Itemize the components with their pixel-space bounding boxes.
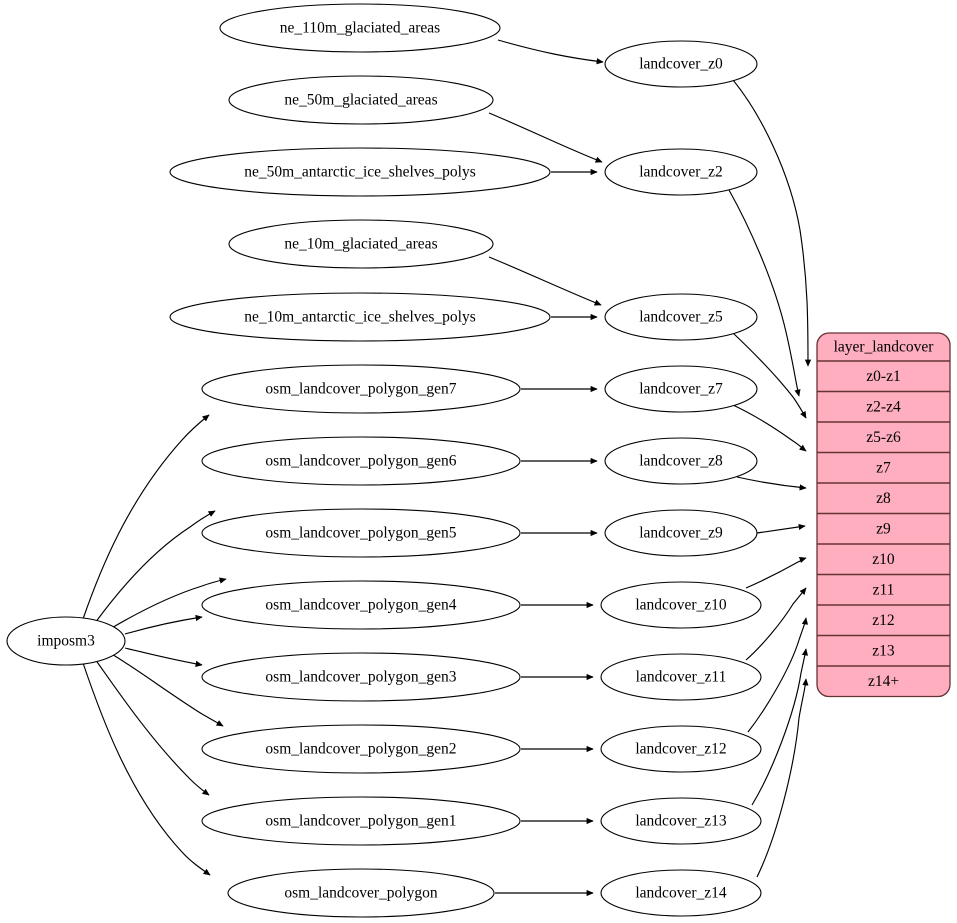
view-node-landcover_z12[interactable]: landcover_z12 — [600, 725, 762, 773]
table-node-osm_landcover_polygon_gen3[interactable]: osm_landcover_polygon_gen3 — [201, 652, 521, 702]
view-node-shape — [600, 725, 762, 773]
layer-table-title: layer_landcover — [834, 339, 935, 356]
view-node-shape — [604, 437, 758, 485]
view-node-shape — [600, 869, 762, 917]
table-node-shape — [201, 652, 521, 702]
view-node-landcover_z8[interactable]: landcover_z8 — [604, 437, 758, 485]
layer-table-row-z7[interactable]: z7 — [876, 459, 891, 476]
edge-imposm3-to-osm_landcover_polygon_gen6 — [94, 510, 216, 624]
layer-table-row-z8[interactable]: z8 — [876, 490, 891, 507]
layer-table-row-z14+[interactable]: z14+ — [868, 673, 899, 690]
edge-landcover_z14-to-layer_landcover_row_10 — [756, 678, 809, 878]
edge-landcover_z2-to-layer_landcover_row_1 — [728, 189, 801, 397]
source-node-imposm3[interactable]: imposm3 — [6, 616, 126, 666]
table-node-shape — [227, 868, 495, 918]
table-node-osm_landcover_polygon_gen5[interactable]: osm_landcover_polygon_gen5 — [201, 508, 521, 558]
layer-table-row-z5-z6[interactable]: z5-z6 — [866, 429, 901, 446]
view-node-landcover_z11[interactable]: landcover_z11 — [600, 653, 762, 701]
table-node-shape — [201, 724, 521, 774]
view-node-shape — [604, 509, 758, 557]
view-node-shape — [604, 40, 758, 88]
layer-table-row-z2-z4[interactable]: z2-z4 — [866, 398, 901, 415]
table-node-shape — [219, 3, 501, 53]
table-node-shape — [169, 147, 551, 197]
table-node-osm_landcover_polygon_gen4[interactable]: osm_landcover_polygon_gen4 — [201, 580, 521, 630]
edge-ne_110m_glaciated_areas-to-landcover_z0 — [497, 39, 604, 65]
edge-landcover_z13-to-layer_landcover_row_9 — [751, 648, 809, 806]
edge-ne_10m_glaciated_areas-to-landcover_z5 — [488, 256, 602, 306]
layer-landcover-table: layer_landcover z0-z1 z2-z4 z5-z6 z7 z8 z9 z10 z… — [816, 332, 951, 698]
table-node-osm_landcover_polygon_gen2[interactable]: osm_landcover_polygon_gen2 — [201, 724, 521, 774]
layer-table-row-z10[interactable]: z10 — [872, 551, 895, 568]
table-node-shape — [228, 219, 494, 269]
table-node-shape — [201, 580, 521, 630]
edge-landcover_z9-to-layer_landcover_row_5 — [756, 523, 806, 534]
table-node-osm_landcover_polygon_gen7[interactable]: osm_landcover_polygon_gen7 — [201, 364, 521, 414]
edge-ne_50m_glaciated_areas-to-landcover_z2 — [488, 112, 603, 163]
edge-imposm3-to-osm_landcover_polygon_gen3 — [124, 647, 203, 667]
nodes-layer: imposm3 ne_110m_glaciated_areas ne_50m_gla… — [6, 3, 762, 918]
edges-layer — [82, 39, 812, 897]
view-node-landcover_z13[interactable]: landcover_z13 — [600, 797, 762, 845]
table-node-shape — [201, 508, 521, 558]
table-node-shape — [228, 75, 494, 125]
view-node-shape — [604, 293, 758, 341]
view-node-landcover_z2[interactable]: landcover_z2 — [604, 148, 758, 196]
view-node-landcover_z7[interactable]: landcover_z7 — [604, 365, 758, 413]
edge-landcover_z7-to-layer_landcover_row_3 — [732, 404, 807, 452]
view-node-landcover_z14[interactable]: landcover_z14 — [600, 869, 762, 917]
edge-imposm3-to-osm_landcover_polygon_gen2 — [109, 652, 224, 727]
view-node-landcover_z10[interactable]: landcover_z10 — [600, 581, 762, 629]
edge-landcover_z0-to-layer_landcover_row_0 — [732, 79, 812, 367]
view-node-shape — [604, 365, 758, 413]
table-node-osm_landcover_polygon_gen1[interactable]: osm_landcover_polygon_gen1 — [201, 796, 521, 846]
table-node-ne_110m_glaciated_areas[interactable]: ne_110m_glaciated_areas — [219, 3, 501, 53]
edge-imposm3-to-osm_landcover_polygon_gen1 — [94, 658, 210, 796]
view-node-shape — [604, 148, 758, 196]
view-node-shape — [600, 581, 762, 629]
table-node-ne_50m_glaciated_areas[interactable]: ne_50m_glaciated_areas — [228, 75, 494, 125]
view-node-shape — [600, 653, 762, 701]
view-node-shape — [600, 797, 762, 845]
layer-table-row-z11[interactable]: z11 — [873, 581, 895, 598]
table-node-shape — [201, 364, 521, 414]
layer-table-row-z12[interactable]: z12 — [872, 612, 894, 629]
edge-imposm3-to-osm_landcover_polygon — [82, 662, 211, 876]
edge-landcover_z12-to-layer_landcover_row_8 — [747, 617, 809, 733]
table-node-ne_10m_glaciated_areas[interactable]: ne_10m_glaciated_areas — [228, 219, 494, 269]
table-node-osm_landcover_polygon_gen6[interactable]: osm_landcover_polygon_gen6 — [201, 436, 521, 486]
edge-landcover_z10-to-layer_landcover_row_6 — [745, 557, 807, 589]
table-node-shape — [169, 292, 551, 342]
view-node-landcover_z9[interactable]: landcover_z9 — [604, 509, 758, 557]
view-node-landcover_z0[interactable]: landcover_z0 — [604, 40, 758, 88]
edge-landcover_z8-to-layer_landcover_row_4 — [736, 476, 807, 491]
source-node-shape — [6, 616, 126, 666]
table-node-shape — [201, 436, 521, 486]
layer-table-row-z0-z1[interactable]: z0-z1 — [866, 368, 900, 385]
layer-table-row-z9[interactable]: z9 — [876, 520, 891, 537]
edge-landcover_z11-to-layer_landcover_row_7 — [745, 587, 807, 661]
layer-table-row-z13[interactable]: z13 — [872, 642, 895, 659]
table-node-osm_landcover_polygon[interactable]: osm_landcover_polygon — [227, 868, 495, 918]
table-node-ne_50m_antarctic_ice_shelves_polys[interactable]: ne_50m_antarctic_ice_shelves_polys — [169, 147, 551, 197]
edge-imposm3-to-osm_landcover_polygon_gen4 — [124, 614, 203, 635]
edge-imposm3-to-osm_landcover_polygon_gen7 — [82, 414, 210, 620]
table-node-ne_10m_antarctic_ice_shelves_polys[interactable]: ne_10m_antarctic_ice_shelves_polys — [169, 292, 551, 342]
edge-landcover_z5-to-layer_landcover_row_2 — [732, 332, 807, 419]
table-node-shape — [201, 796, 521, 846]
view-node-landcover_z5[interactable]: landcover_z5 — [604, 293, 758, 341]
edge-imposm3-to-osm_landcover_polygon_gen5 — [109, 577, 227, 630]
